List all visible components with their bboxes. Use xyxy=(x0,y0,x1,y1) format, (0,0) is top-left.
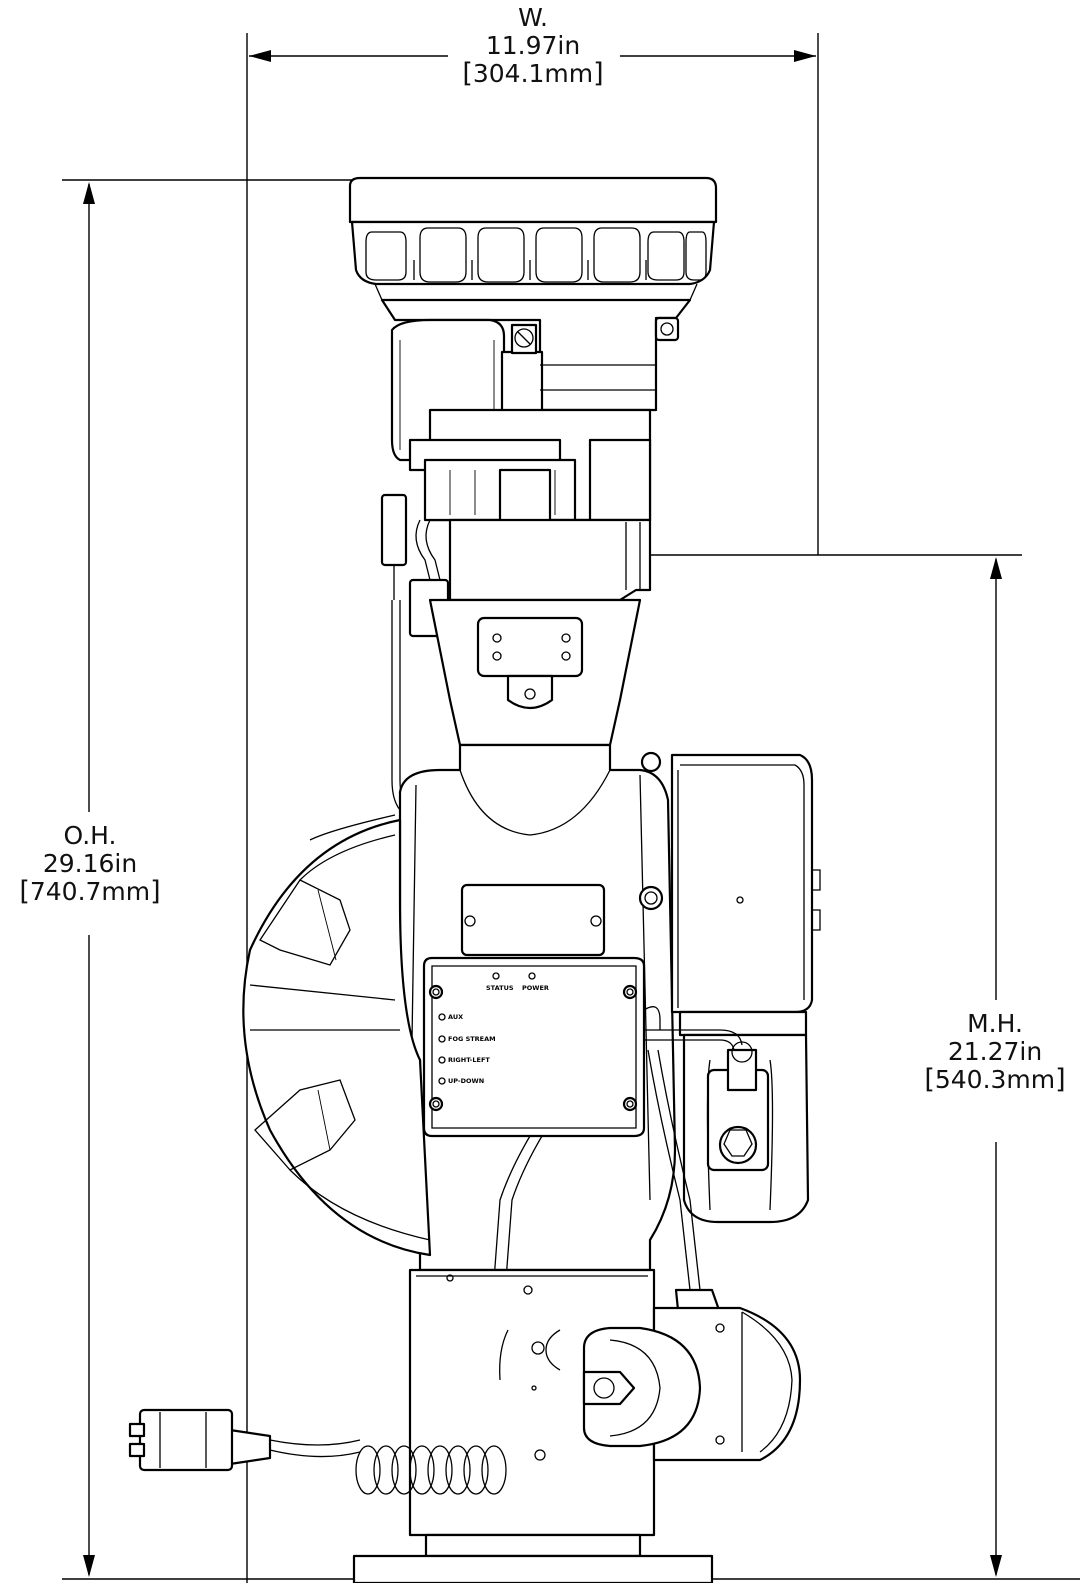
mount-height-inches: 21.27in xyxy=(947,1037,1043,1066)
width-inches: 11.97in xyxy=(485,31,581,60)
nozzle-cap xyxy=(348,176,718,301)
mount-height-dimension-label: M.H. 21.27in [540.3mm] xyxy=(906,1010,1084,1094)
overall-height-dimension-label: O.H. 29.16in [740.7mm] xyxy=(4,822,176,906)
control-box: STATUS POWER AUX FOG STREAM RIGHT-LEFT U… xyxy=(422,956,743,1138)
nozzle-actuator xyxy=(380,298,692,567)
mount-height-mm: 540.3mm xyxy=(934,1065,1056,1094)
led-label-fog-stream: FOG STREAM xyxy=(448,1035,496,1043)
inlet-tube xyxy=(428,598,642,747)
upper-cable xyxy=(380,493,450,811)
led-label-aux: AUX xyxy=(448,1013,463,1021)
overall-height-label: O.H. xyxy=(63,821,117,850)
gear-housing xyxy=(582,1306,802,1462)
led-label-right-left: RIGHT-LEFT xyxy=(448,1056,490,1064)
mount-height-label: M.H. xyxy=(967,1009,1023,1038)
overall-height-mm: 740.7mm xyxy=(29,877,151,906)
overall-height-inches: 29.16in xyxy=(42,849,138,878)
monitor-body: STATUS POWER AUX FOG STREAM RIGHT-LEFT U… xyxy=(128,176,821,1583)
led-label-up-down: UP-DOWN xyxy=(448,1077,484,1085)
nozzle-collar xyxy=(448,518,652,602)
led-label-power: POWER xyxy=(522,984,549,992)
width-label: W. xyxy=(518,3,548,32)
width-mm: 304.1mm xyxy=(472,59,594,88)
elbow-swivel xyxy=(242,814,432,1257)
coiled-cable xyxy=(128,1408,507,1495)
led-label-status: STATUS xyxy=(486,984,514,992)
right-motor xyxy=(670,753,821,1224)
width-dimension-label: W. 11.97in [304.1mm] xyxy=(438,4,628,88)
dimension-lines xyxy=(62,33,1080,1583)
